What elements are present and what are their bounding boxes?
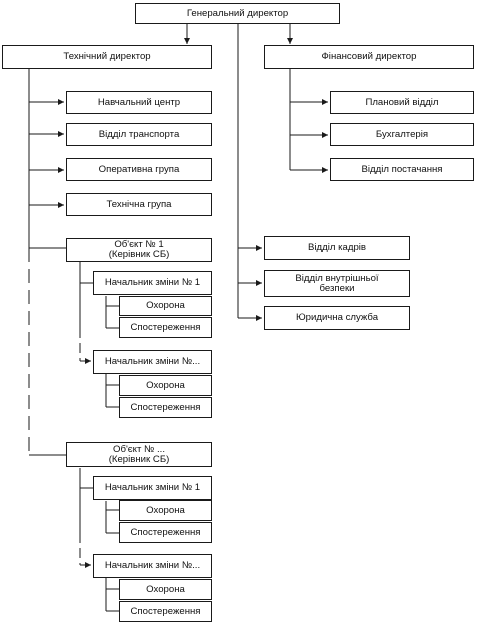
unit-label: Спостереження	[130, 605, 201, 617]
financial-unit-supply: Відділ постачання	[330, 158, 474, 181]
shift-head-label: Начальник зміни №...	[104, 560, 201, 571]
object-2-shift-1-guard-box: Охорона	[119, 500, 212, 521]
legal-service-box: Юридична служба	[264, 306, 410, 330]
unit-label: Охорона	[146, 583, 185, 595]
technical-unit-technical-group: Технічна група	[66, 193, 212, 216]
unit-label: Спостереження	[130, 321, 201, 333]
technical-unit-label: Оперативна група	[98, 163, 180, 175]
object-title-line1: Об'єкт № 1	[114, 239, 164, 250]
shift-head-label: Начальник зміни № 1	[104, 482, 201, 493]
object-1-shift-2-surveillance-box: Спостереження	[119, 397, 212, 418]
financial-unit-label: Відділ постачання	[361, 163, 443, 175]
financial-unit-planning: Плановий відділ	[330, 91, 474, 114]
technical-unit-label: Технічна група	[106, 198, 172, 210]
hr-department-box: Відділ кадрів	[264, 236, 410, 260]
object-title-line1: Об'єкт № ...	[112, 443, 165, 455]
object-2-shift-2-surveillance-box: Спостереження	[119, 601, 212, 622]
financial-unit-label: Бухгалтерія	[375, 128, 429, 140]
object-1-box: Об'єкт № 1 (Керівник СБ)	[66, 238, 212, 262]
internal-security-label-line2: безпеки	[319, 282, 355, 294]
object-2-shift-2-head-box: Начальник зміни №...	[93, 554, 212, 578]
technical-unit-training-center: Навчальний центр	[66, 91, 212, 114]
ceo-label: Генеральний директор	[186, 7, 289, 19]
object-1-shift-2-head-box: Начальник зміни №...	[93, 350, 212, 374]
unit-label: Охорона	[146, 300, 185, 311]
object-title-line2: (Керівник СБ)	[108, 453, 170, 465]
financial-unit-accounting: Бухгалтерія	[330, 123, 474, 146]
technical-director-box: Технічний директор	[2, 45, 212, 69]
internal-security-label-line1: Відділ внутрішньої	[295, 272, 379, 284]
object-2-shift-1-surveillance-box: Спостереження	[119, 522, 212, 543]
object-1-shift-2-guard-box: Охорона	[119, 375, 212, 396]
object-1-shift-1-head-box: Начальник зміни № 1	[93, 271, 212, 295]
unit-label: Охорона	[146, 504, 185, 516]
object-1-shift-1-surveillance-box: Спостереження	[119, 317, 212, 338]
unit-label: Спостереження	[130, 401, 201, 413]
technical-director-label: Технічний директор	[63, 51, 151, 62]
object-2-shift-2-guard-box: Охорона	[119, 579, 212, 600]
object-2-box: Об'єкт № ... (Керівник СБ)	[66, 442, 212, 467]
object-2-shift-1-head-box: Начальник зміни № 1	[93, 476, 212, 500]
financial-director-box: Фінансовий директор	[264, 45, 474, 69]
technical-unit-label: Навчальний центр	[97, 96, 181, 108]
technical-unit-label: Відділ транспорта	[98, 128, 180, 140]
technical-unit-operative-group: Оперативна група	[66, 158, 212, 181]
technical-unit-transport: Відділ транспорта	[66, 123, 212, 146]
object-1-shift-1-guard-box: Охорона	[119, 296, 212, 316]
shift-head-label: Начальник зміни № 1	[104, 277, 201, 288]
object-title-line2: (Керівник СБ)	[108, 249, 170, 260]
financial-director-label: Фінансовий директор	[321, 51, 417, 62]
legal-service-label: Юридична служба	[295, 312, 379, 323]
internal-security-box: Відділ внутрішньої безпеки	[264, 270, 410, 297]
hr-department-label: Відділ кадрів	[307, 242, 367, 253]
financial-unit-label: Плановий відділ	[365, 96, 439, 108]
unit-label: Охорона	[146, 379, 185, 391]
unit-label: Спостереження	[130, 526, 201, 538]
ceo-box: Генеральний директор	[135, 3, 340, 24]
shift-head-label: Начальник зміни №...	[104, 356, 201, 367]
